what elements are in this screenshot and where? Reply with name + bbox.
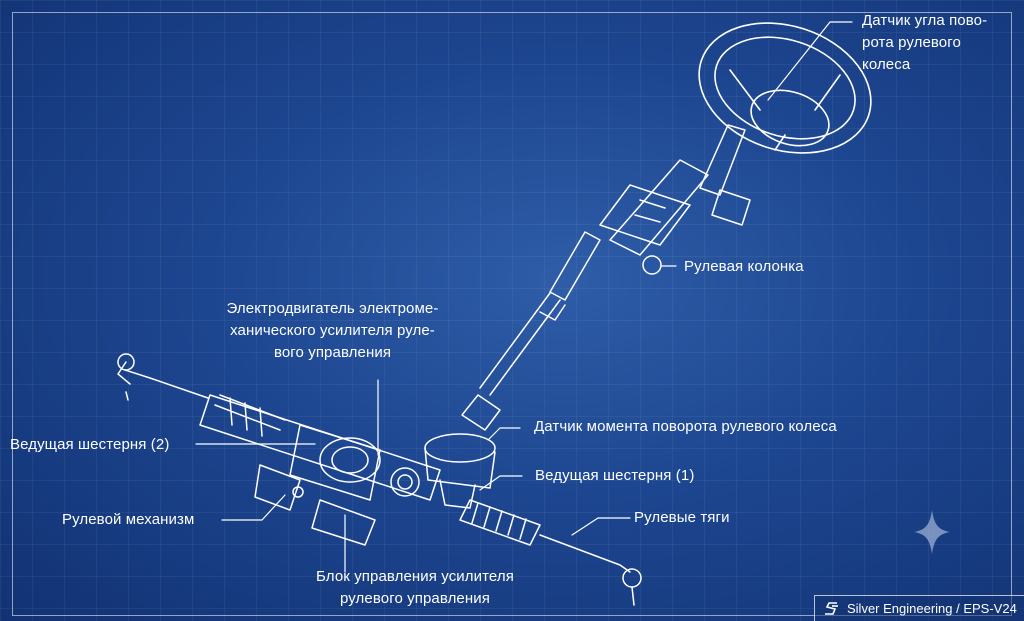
control-unit-label: Блок управления усилителя рулевого управ… [300,566,530,610]
electric-motor-line-2: ханического усилителя руле- [230,322,435,339]
steering-angle-sensor-line-3: колеса [862,56,911,73]
stamp-text: Silver Engineering / EPS-V24 [847,601,1017,616]
steering-angle-sensor-line-1: Датчик угла пово- [862,12,988,29]
steering-angle-sensor-label: Датчик угла пово- рота рулевого колеса [862,10,987,76]
steering-wheel [698,22,872,154]
drive-gear-2-label: Ведущая шестерня (2) [10,436,170,453]
control-unit-line-2: рулевого управления [340,590,490,607]
steering-angle-sensor-line-2: рота рулевого [862,34,961,51]
stamp-box: Silver Engineering / EPS-V24 [814,595,1024,621]
sparkle-icon [914,510,950,554]
control-unit-line-1: Блок управления усилителя [316,568,514,585]
electric-motor-line-1: Электродвигатель электроме- [226,300,439,317]
torque-sensor-label: Датчик момента поворота рулевого колеса [534,418,837,435]
leader-lines [195,21,853,573]
s-logo-icon [825,601,838,615]
blueprint-frame [12,12,1012,616]
tie-rods-label: Рулевые тяги [634,509,730,526]
steering-gear-label: Рулевой механизм [62,511,195,528]
steering-column-label: Рулевая колонка [684,258,804,275]
steering-column [479,124,751,396]
rack-housing [199,394,441,546]
electric-motor-line-3: вого управления [273,344,392,361]
torque-sensor-housing [424,394,501,509]
drive-gear-1-label: Ведущая шестерня (1) [535,467,695,484]
electric-motor-label: Электродвигатель электроме- ханического … [200,298,465,364]
tie-rods [117,353,642,606]
